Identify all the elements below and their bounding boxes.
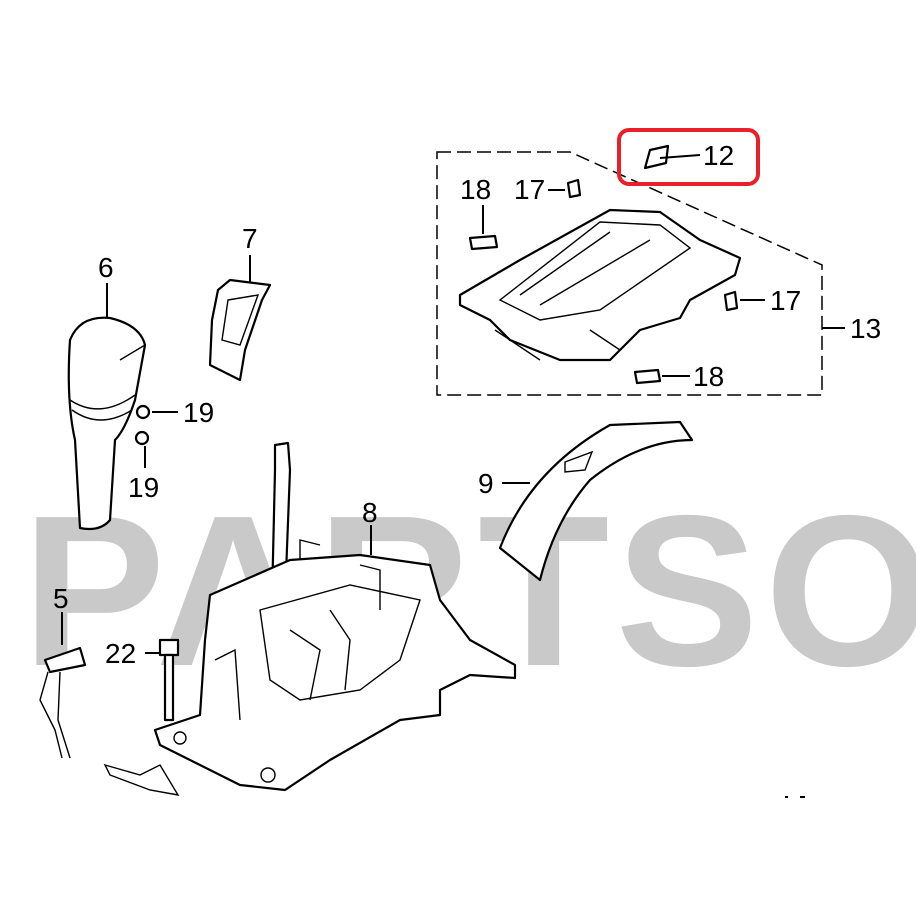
part-22-bolt[interactable]: [145, 638, 180, 722]
callout-13: 13: [850, 313, 881, 344]
callout-17-top: 17: [514, 174, 545, 205]
callout-19-b: 19: [128, 472, 159, 503]
part-8-shifter-assembly[interactable]: [153, 441, 517, 792]
callout-9: 9: [478, 468, 494, 499]
part-17-clip-top[interactable]: [566, 178, 582, 199]
callout-18-top: 18: [460, 174, 491, 205]
part-12-clip[interactable]: [643, 144, 701, 170]
callout-12: 12: [703, 140, 734, 171]
part-5-switch[interactable]: [39, 612, 87, 759]
callout-5: 5: [53, 583, 69, 614]
highlight-box-12: [617, 128, 760, 186]
callout-19-a: 19: [183, 397, 214, 428]
part-19-grommet-a[interactable]: [135, 404, 151, 420]
part-13-console-panel[interactable]: [458, 208, 742, 362]
part-17-clip-right[interactable]: [723, 290, 739, 312]
callout-18-bottom: 18: [693, 361, 724, 392]
callout-7: 7: [242, 223, 258, 254]
callout-22: 22: [105, 638, 136, 669]
part-9-indicator-panel[interactable]: [498, 420, 694, 582]
part-18-clip-top[interactable]: [468, 234, 499, 251]
callout-8: 8: [362, 497, 378, 528]
assembly-13-outline: [436, 151, 823, 396]
part-18-clip-bottom[interactable]: [633, 368, 662, 385]
part-7-knob-cover[interactable]: [208, 255, 272, 382]
part-6-shift-knob[interactable]: [67, 283, 147, 531]
part-19-grommet-b[interactable]: [134, 430, 150, 446]
part-harness-clip[interactable]: [103, 763, 180, 796]
callout-6: 6: [98, 252, 114, 283]
callout-17-right: 17: [770, 285, 801, 316]
